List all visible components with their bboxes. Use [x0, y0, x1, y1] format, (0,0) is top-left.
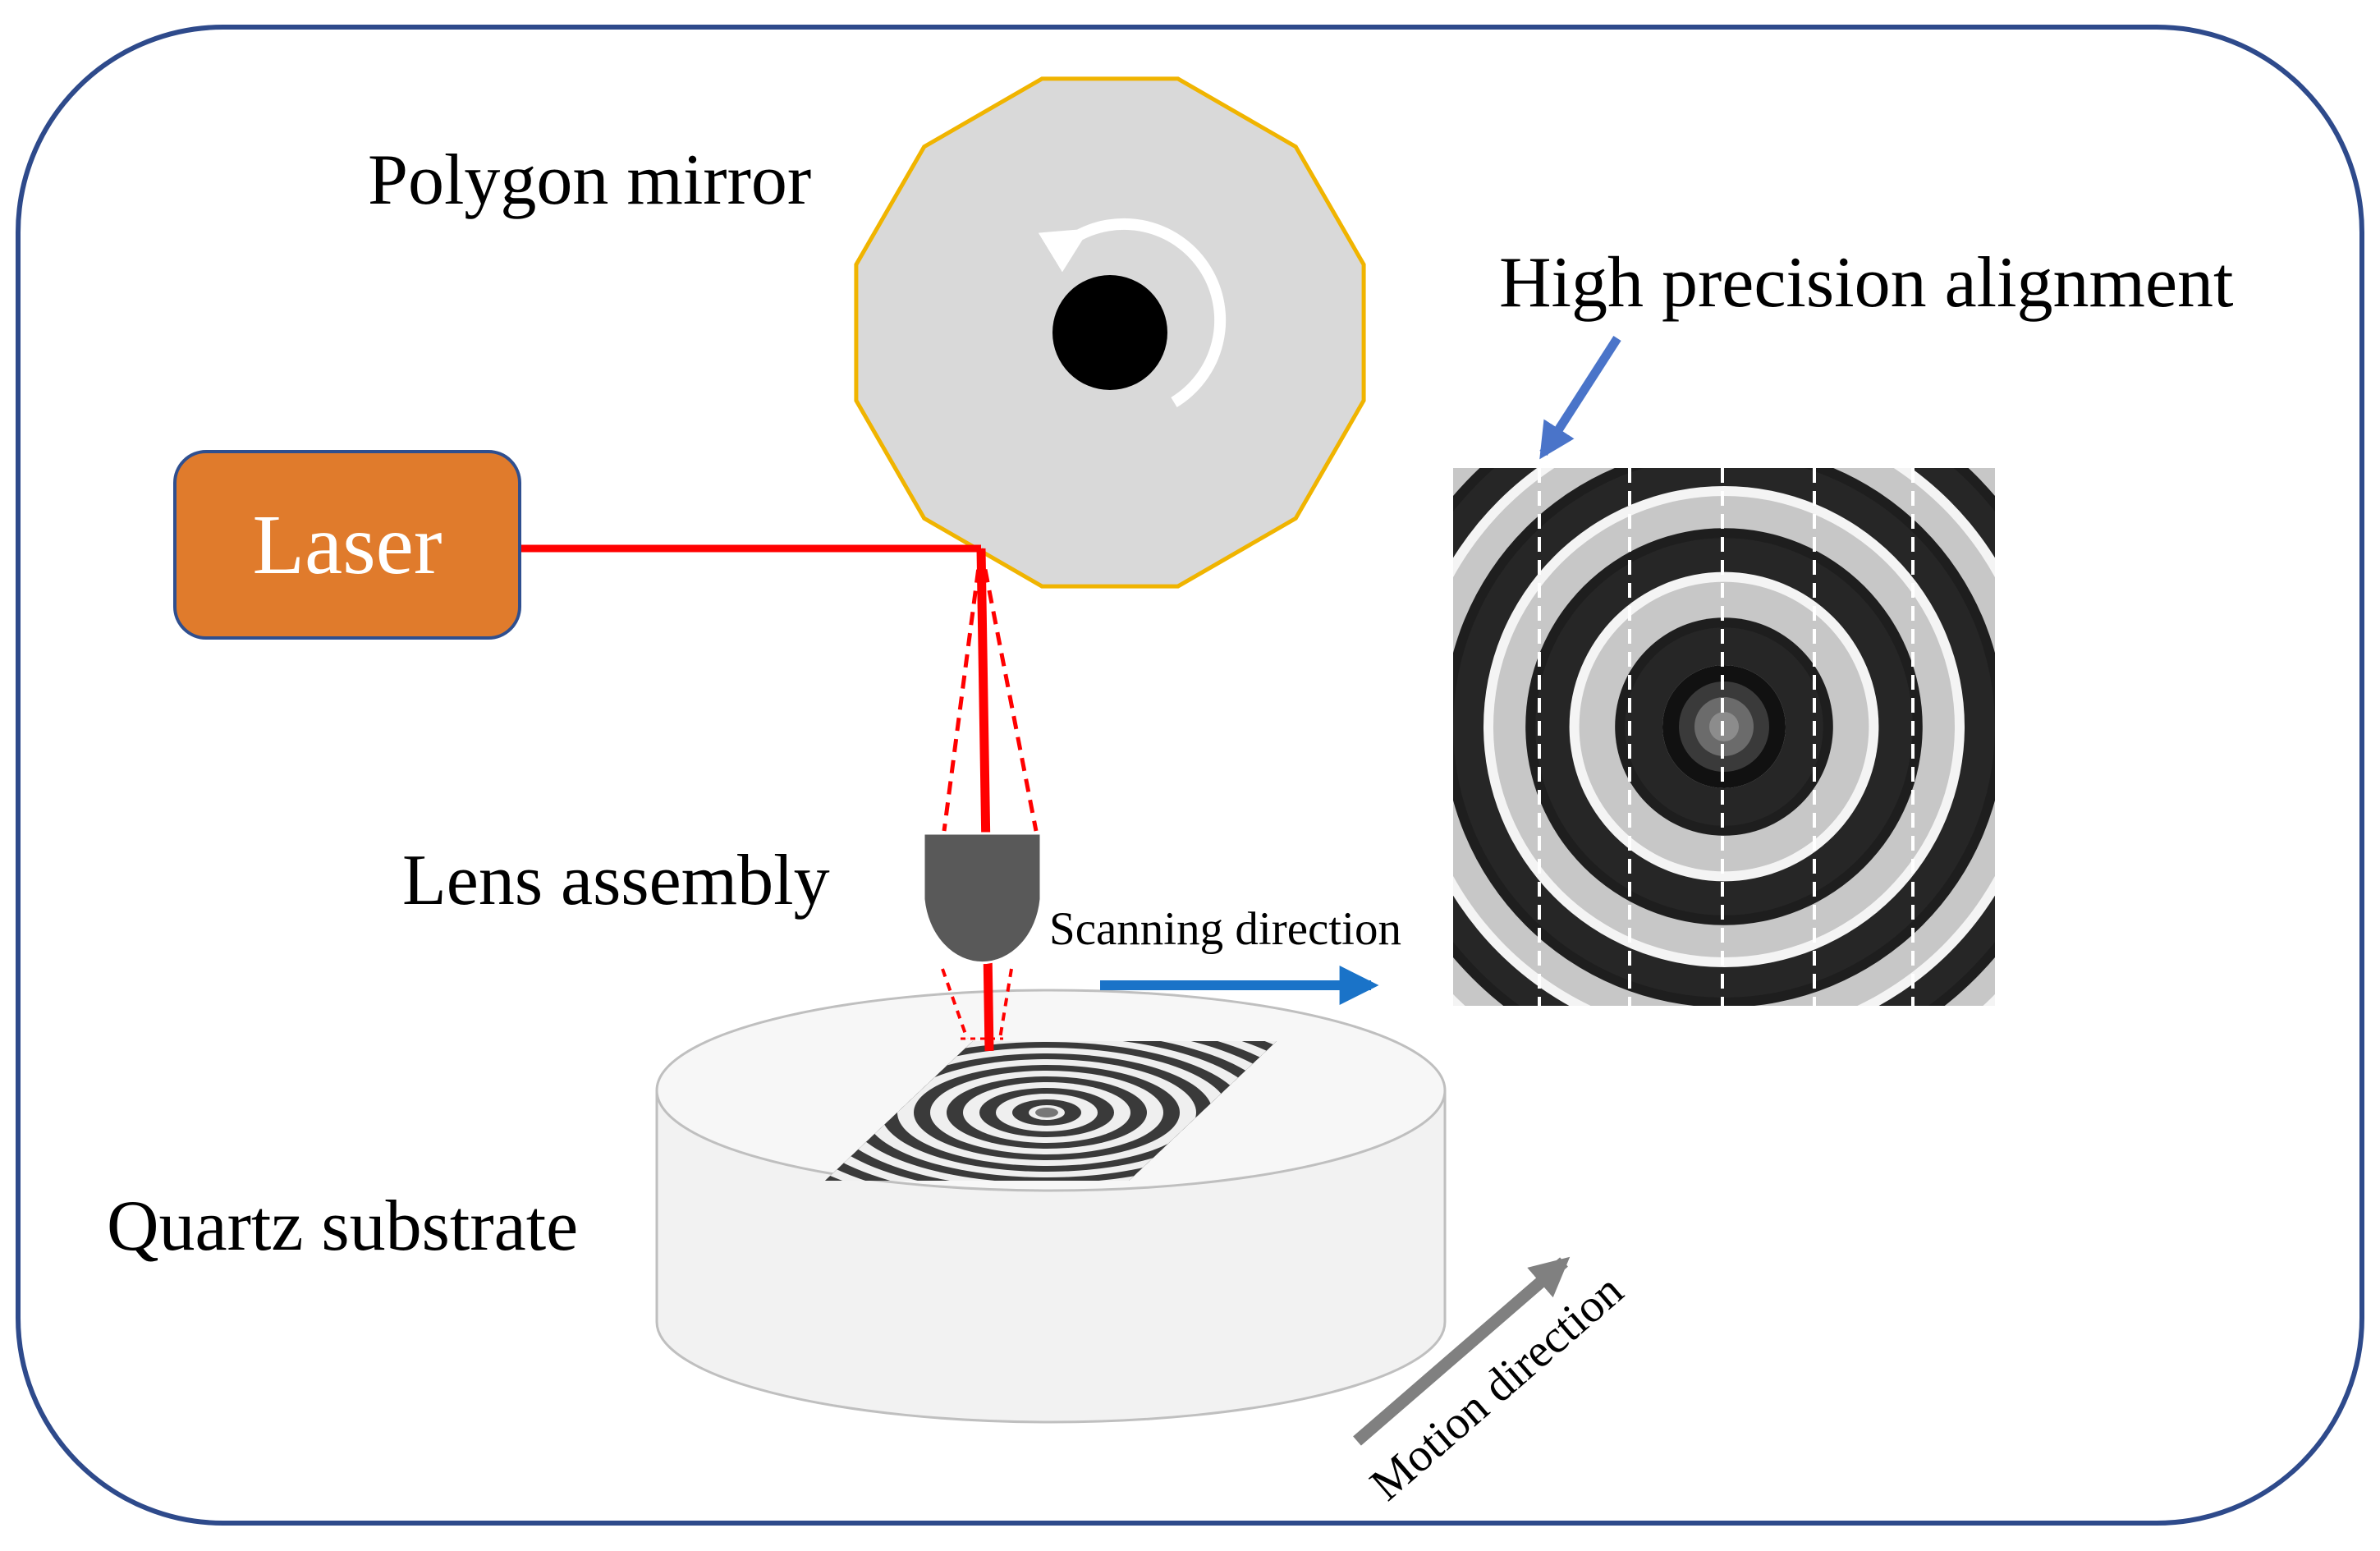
laser-beam [520, 544, 1039, 1052]
polygon-mirror [854, 76, 1366, 589]
lens-assembly [922, 832, 1043, 965]
laser-source: Laser [173, 450, 521, 640]
quartz-substrate-label: Quartz substrate [107, 1186, 578, 1266]
mirror-axis-hub [1052, 275, 1167, 390]
rotation-arrow-icon [1038, 218, 1227, 407]
high-precision-alignment-label: High precision alignment [1499, 243, 2233, 323]
zone-plate-pattern [1453, 468, 1995, 1006]
lens-assembly-label: Lens assembly [402, 841, 830, 920]
motion-direction-arrow [1353, 1256, 1571, 1446]
alignment-pointer-arrow [1539, 336, 1621, 460]
polygon-mirror-label: Polygon mirror [368, 140, 811, 220]
scanning-direction-label: Scanning direction [1049, 903, 1401, 955]
patch-core [1035, 1108, 1058, 1117]
diagram-frame [16, 25, 2364, 1526]
laser-label: Laser [253, 498, 443, 592]
